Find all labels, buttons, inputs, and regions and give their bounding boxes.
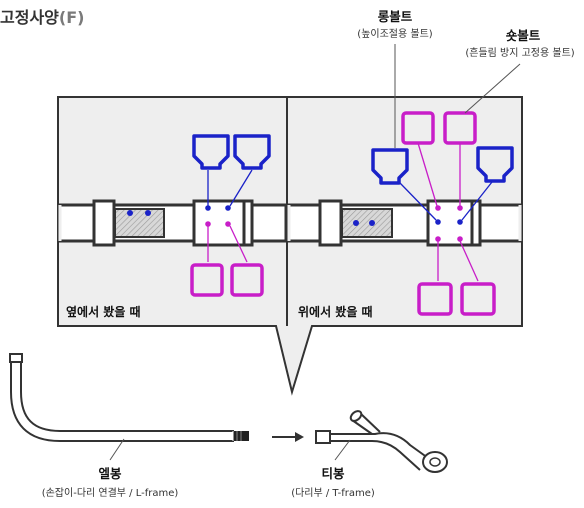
short-bolt-desc: (흔들림 방지 고정용 볼트): [465, 48, 575, 59]
long-bolt-point: [457, 219, 463, 225]
t-frame-drawing: [315, 410, 448, 473]
top-view-drawing: [287, 111, 522, 316]
short-bolt-point: [225, 221, 231, 227]
short-bolt-point: [457, 205, 463, 211]
short-bolt-label: 숏볼트: [505, 28, 541, 43]
short-bolt-icon: [190, 263, 224, 297]
long-bolt-point: [205, 205, 211, 211]
l-frame-desc: (손잡이-다리 연결부 / L-frame): [41, 488, 179, 499]
inner-tube: [114, 208, 165, 238]
top-view-caption: 위에서 봤을 때: [298, 305, 373, 319]
short-bolt-point: [457, 236, 463, 242]
title-suffix: (F): [58, 8, 85, 27]
short-bolt-leader: [464, 63, 521, 114]
side-view-drawing: [58, 134, 288, 297]
short-bolt-point: [435, 236, 441, 242]
inner-tube: [341, 208, 393, 238]
side-view-caption: 옆에서 봤을 때: [66, 305, 141, 319]
short-bolt-icon: [230, 263, 264, 297]
long-bolt-desc: (높이조절용 볼트): [357, 29, 433, 40]
long-bolt-icon: [192, 134, 230, 170]
short-bolt-icon: [417, 282, 453, 316]
arrow-icon: [272, 432, 304, 442]
long-bolt-label: 롱볼트: [377, 9, 413, 24]
long-bolt-point: [225, 205, 231, 211]
long-bolt-point: [435, 219, 441, 225]
long-bolt-icon: [476, 146, 514, 183]
short-bolt-icon: [460, 282, 496, 316]
long-bolt-icon: [371, 148, 409, 185]
long-bolt-icon: [233, 134, 271, 170]
short-bolt-point: [205, 221, 211, 227]
page-title: 고정사양(F): [0, 4, 84, 28]
t-frame-desc: (다리부 / T-frame): [291, 488, 375, 499]
short-bolt-point: [435, 205, 441, 211]
t-frame-label: 티봉: [321, 466, 345, 481]
title-main: 고정사양: [0, 8, 59, 27]
l-frame-label: 엘봉: [98, 466, 122, 481]
l-frame-drawing: [9, 353, 249, 461]
